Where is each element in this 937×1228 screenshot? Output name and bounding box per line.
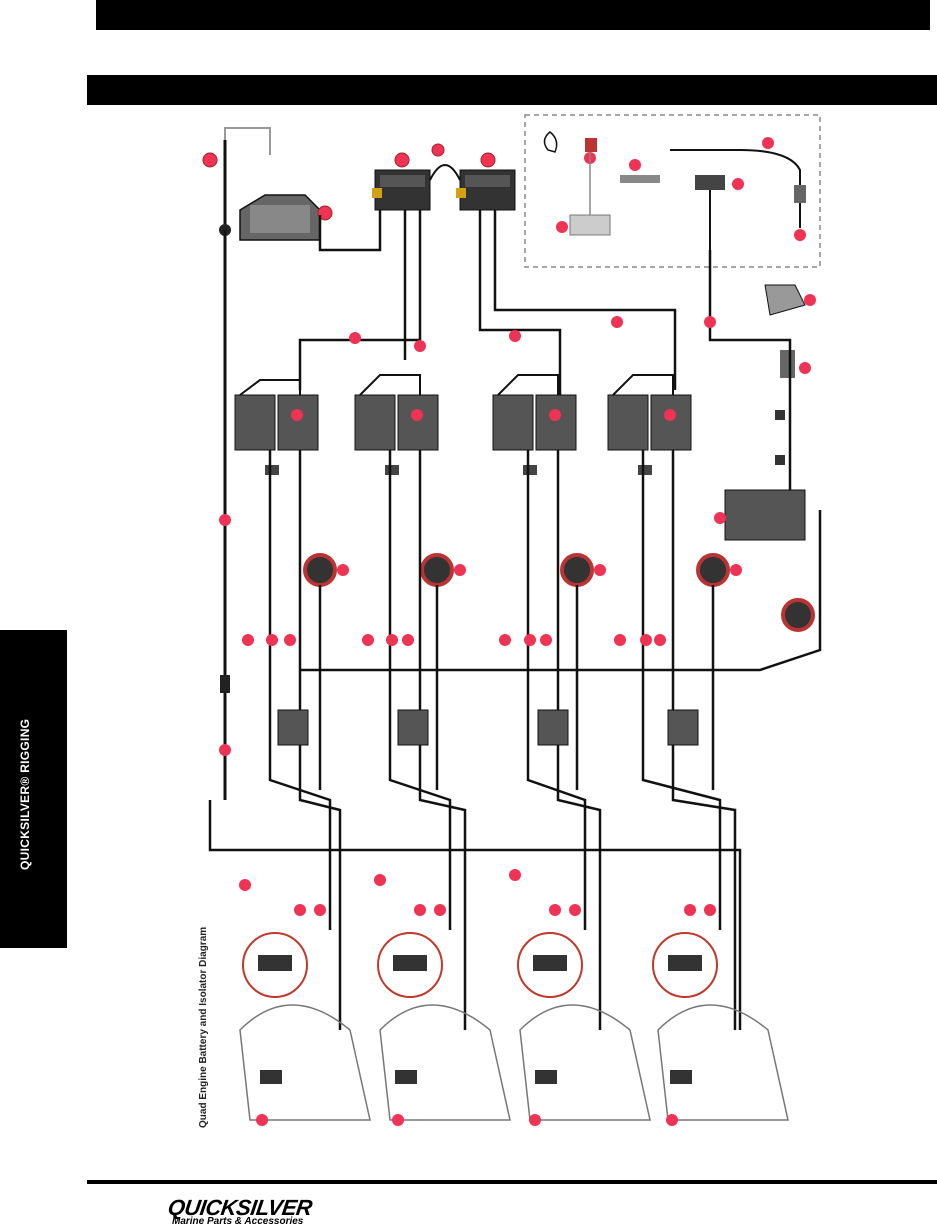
battery-switches — [303, 553, 815, 632]
accessory-components — [543, 131, 806, 250]
diagram-caption: Quad Engine Battery and Isolator Diagram — [198, 926, 209, 1128]
header-bar — [96, 0, 930, 30]
isolator-2 — [456, 152, 516, 211]
title-bar — [87, 75, 937, 105]
isolator-1 — [372, 152, 431, 211]
wiring-diagram — [180, 110, 830, 1135]
key-switch-unit — [202, 127, 333, 241]
engine-1-batteries — [234, 379, 319, 451]
footer-rule — [87, 1180, 937, 1184]
engines — [239, 1004, 789, 1121]
quicksilver-logo: QUICKSILVER Marine Parts & Accessories — [166, 1195, 340, 1228]
engine-3-batteries — [492, 374, 577, 451]
accessory-box — [524, 114, 821, 268]
engine-4-batteries — [607, 374, 692, 451]
auxiliary-battery — [714, 489, 806, 541]
logo-tagline: Marine Parts & Accessories — [172, 1216, 304, 1227]
section-tab — [0, 630, 67, 948]
engine-2-batteries — [354, 374, 439, 451]
section-tab-label: QUICKSILVER® RIGGING — [18, 718, 32, 870]
